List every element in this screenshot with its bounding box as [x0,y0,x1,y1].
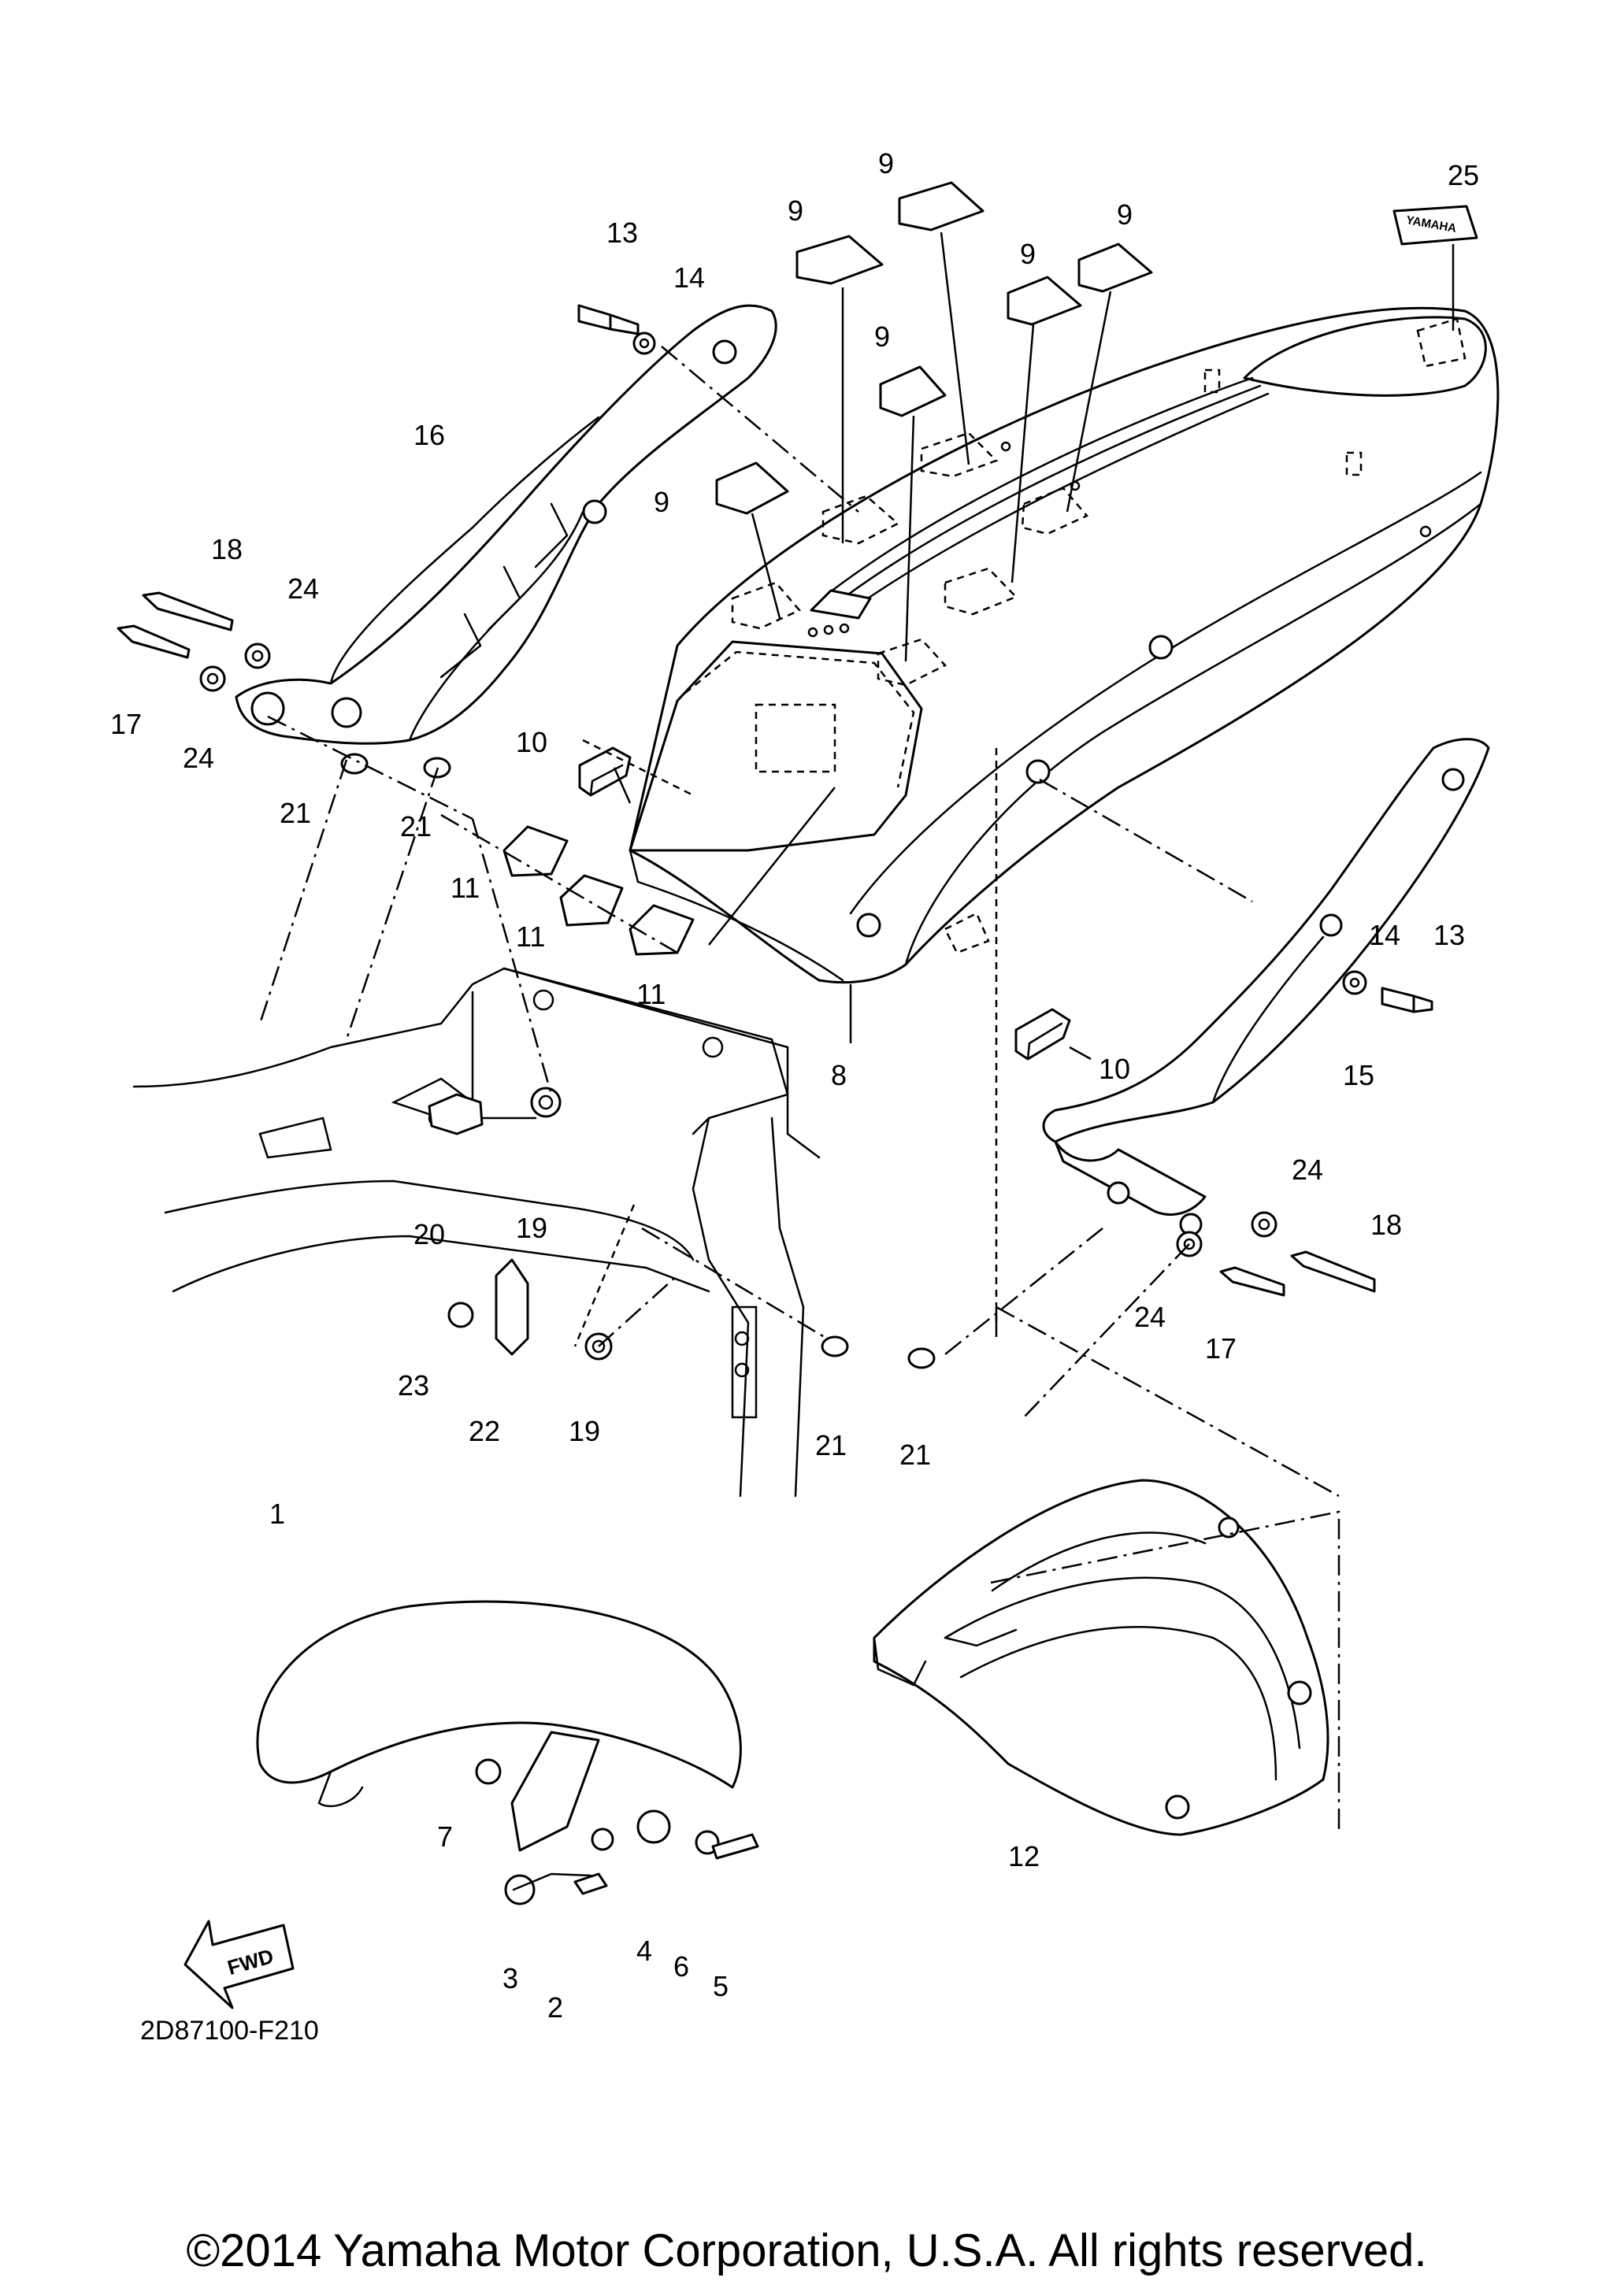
callout-1: 1 [269,1498,285,1530]
callout-25: 25 [1448,159,1479,191]
callout-18: 18 [211,533,243,565]
drawing-number: 2D87100-F210 [140,2016,319,2046]
inner-fender-part-12 [873,1479,1329,1836]
callout-24: 24 [183,742,214,774]
callout-9: 9 [788,194,803,227]
decal-25: YAMAHA [1392,205,1478,246]
frame-reference [132,967,821,1498]
fwd-arrow-icon: FWD [184,1920,295,2009]
callout-21: 21 [899,1439,931,1471]
callout-9: 9 [1020,238,1036,270]
callout-19: 19 [516,1212,547,1244]
callout-2: 2 [547,1991,563,2024]
decal-9-group [715,181,1153,515]
callout-21: 21 [280,797,311,829]
front-fender-part-1 [256,1600,759,1905]
callout-15: 15 [1343,1059,1374,1091]
callout-9: 9 [878,147,894,180]
callout-9: 9 [654,486,669,518]
side-cover-left-part-16 [235,304,777,745]
hardware-group [117,304,1433,1369]
callout-13: 13 [1433,919,1465,951]
callout-22: 22 [469,1415,500,1447]
copyright-notice: ©2014 Yamaha Motor Corporation, U.S.A. A… [186,2225,1426,2276]
callout-3: 3 [502,1962,518,1994]
callout-24: 24 [1292,1154,1323,1186]
callout-5: 7 [437,1820,453,1853]
decal-11-group [502,825,695,956]
callout-18: 18 [1370,1209,1402,1241]
callout-17: 17 [1205,1332,1237,1365]
leader-lines [258,231,1455,1835]
callout-9: 9 [874,320,890,353]
callout-8: 8 [831,1059,847,1091]
callout-6: 6 [673,1950,689,1983]
callout-7: 5 [713,1970,729,2002]
callout-20: 20 [413,1218,445,1250]
callout-14: 14 [1369,919,1400,951]
callout-labels: 9 9 9 9 9 9 25 13 14 16 18 24 17 24 21 2… [110,147,1479,2024]
callout-10: 10 [516,726,547,758]
callout-19: 19 [569,1415,600,1447]
callout-24: 24 [287,572,319,605]
callout-12: 12 [1008,1840,1040,1872]
callout-23: 23 [398,1369,429,1402]
callout-9: 9 [1117,198,1133,231]
callout-11: 11 [451,872,480,904]
rear-fender-part-8 [629,306,1500,984]
callout-17: 17 [110,708,142,740]
callout-21: 21 [815,1429,847,1461]
callout-4: 4 [636,1935,652,1967]
callout-24: 24 [1134,1301,1166,1333]
callout-21: 21 [400,810,432,842]
clip-10-group [578,746,1071,1061]
side-cover-right-part-15 [1042,738,1490,1236]
callout-11: 11 [636,978,666,1010]
callout-16: 16 [413,419,445,451]
callout-14: 14 [673,261,705,294]
callout-11: 11 [516,920,545,953]
callout-10: 10 [1099,1053,1130,1085]
callout-13: 13 [606,217,638,249]
